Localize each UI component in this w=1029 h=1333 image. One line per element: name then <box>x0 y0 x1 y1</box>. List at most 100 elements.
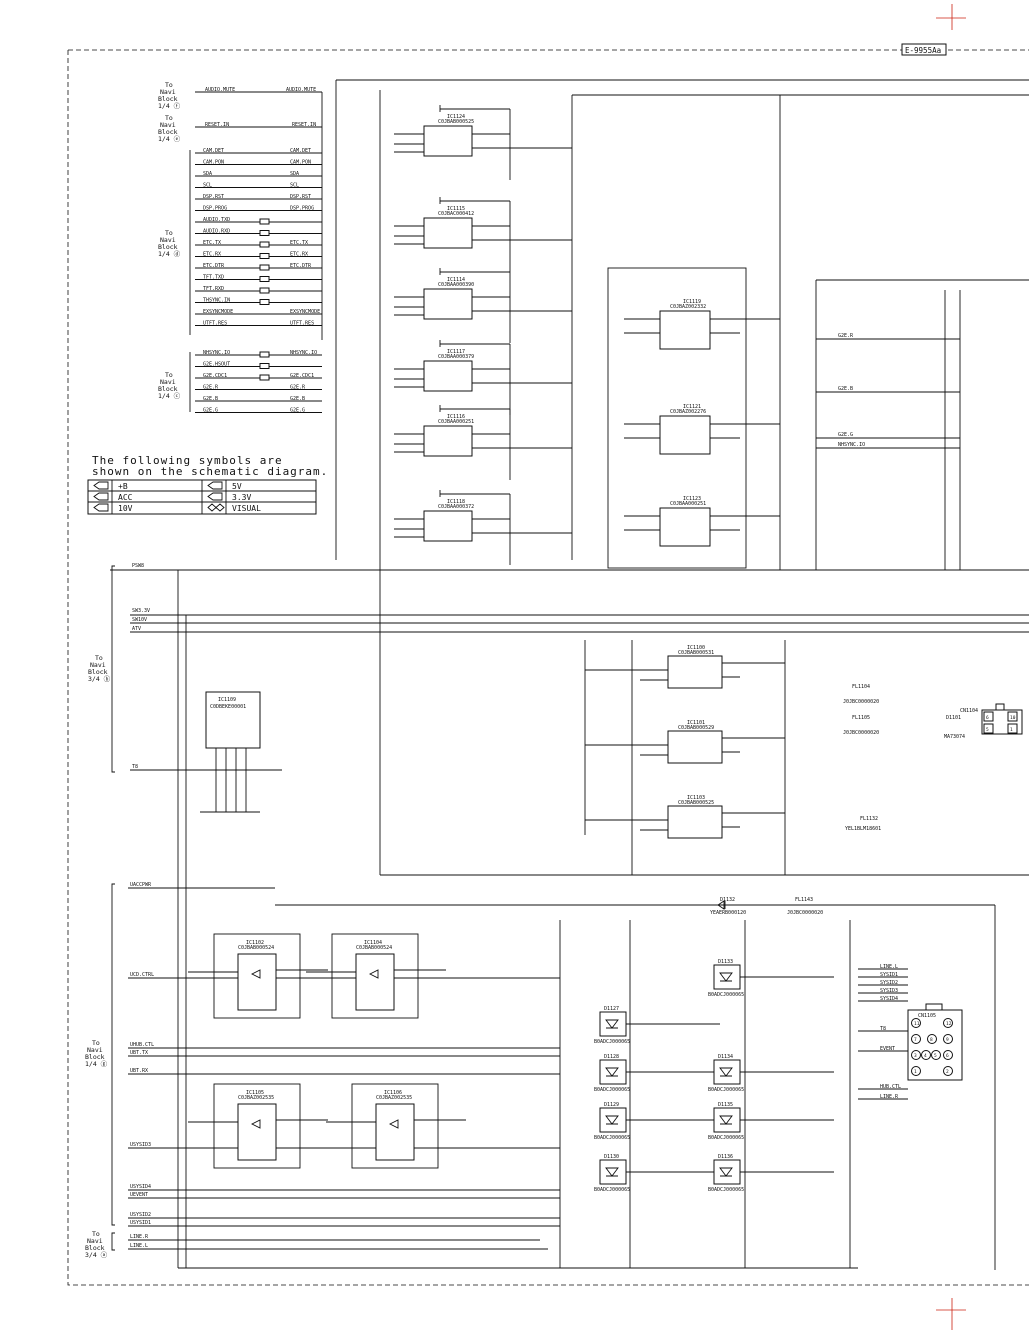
ic-upper-ref-0: IC1124 <box>447 114 465 120</box>
nav-label-3: To Navi Block 1/4 ⓓ <box>158 229 181 258</box>
legend-row2-b: 3.3V <box>232 493 251 502</box>
cn1105-pin-6: 4 <box>924 1053 927 1059</box>
sig-usysid2: USYSID2 <box>130 1212 151 1218</box>
ic-upper-ref-2: IC1114 <box>447 277 465 283</box>
sig-sw33: SW3.3V <box>132 608 150 614</box>
ic-lower-ref-1: IC1104 <box>364 940 382 946</box>
resistor <box>259 299 270 305</box>
sig-r-g2e-g: G2E.G <box>290 408 305 414</box>
svg-text:1/4 ⓕ: 1/4 ⓕ <box>158 102 181 110</box>
d1132-symbol <box>717 900 726 910</box>
sig-audio-txd: AUDIO.TXD <box>203 217 230 223</box>
sig-r-g2e-cdc1: G2E.CDC1 <box>290 373 314 379</box>
sig-r-exsyncmode: EXSYNCMODE <box>290 309 320 315</box>
resistor <box>259 218 270 225</box>
diode-part-3: B0ADCJ000065 <box>594 1187 630 1193</box>
sig-r-utft-res: UTFT.RES <box>290 321 314 327</box>
diode-body-7 <box>713 1159 741 1185</box>
sig-g2e-g: G2E.G <box>203 408 218 414</box>
ic-mid-body-1 <box>659 415 711 455</box>
sig-r-sda: SDA <box>290 171 299 177</box>
svg-text:Block: Block <box>85 1244 105 1252</box>
ic-mid-part-2: C0JBAA000251 <box>670 501 706 507</box>
svg-text:To: To <box>95 654 103 662</box>
ic-upper-ref-1: IC1115 <box>447 206 465 212</box>
right-sig-5: T8 <box>880 1026 886 1032</box>
d1101-ref: D1101 <box>946 715 961 721</box>
ic-lower-body-0 <box>237 953 277 1011</box>
right-sig-0: LINE.L <box>880 964 898 970</box>
crop-mark-top <box>936 4 966 30</box>
resistor <box>259 264 270 271</box>
resistor <box>259 351 270 358</box>
svg-text:3/4 ⓑ: 3/4 ⓑ <box>88 675 111 683</box>
ic-upper-part-0: C0JBAB000525 <box>438 119 474 125</box>
legend-row1-b: 5V <box>232 482 242 491</box>
ic-etc-ref-2: IC1103 <box>687 795 705 801</box>
ic-etc-ref-0: IC1100 <box>687 645 705 651</box>
fl1143-part: J0JBC0000020 <box>787 910 823 916</box>
cn1104-pin-2: 5 <box>986 727 989 733</box>
ic1109-ref: IC1109 <box>218 697 236 703</box>
sig-r-nhsync-io: NHSYNC.IO <box>290 350 317 356</box>
ic-lower-ref-0: IC1102 <box>246 940 264 946</box>
sig-uevent: UEVENT <box>130 1192 148 1198</box>
ic-upper-body-5 <box>423 510 473 542</box>
diode-part-5: B0ADCJ000065 <box>708 1087 744 1093</box>
nav-label-1: To Navi Block 1/4 ⓕ <box>158 81 181 110</box>
upper-ic-column: IC1124C0JBAB000525IC1115C0JBAC000412IC11… <box>394 105 572 565</box>
sig-r-dsp-rst: DSP.RST <box>290 194 311 200</box>
svg-text:Navi: Navi <box>160 88 176 96</box>
crop-mark-bottom <box>936 1298 966 1330</box>
sig-thsync-in: THSYNC.IN <box>203 298 230 304</box>
svg-text:Block: Block <box>88 668 108 676</box>
ic-lower-body-1 <box>355 953 395 1011</box>
cn1105-pin-9: 1 <box>914 1069 917 1075</box>
cn1105-pin-5: 3 <box>914 1053 917 1059</box>
diode-body-4 <box>713 964 741 990</box>
sig-audio-mute-r: AUDIO.MUTE <box>286 87 316 93</box>
svg-text:1/4 ⓖ: 1/4 ⓖ <box>85 1060 108 1068</box>
middle-ic-column: IC1119C0JBAZ002332IC1121C0JBAZ002276IC11… <box>607 267 780 569</box>
cn1104-pin-0: 6 <box>986 715 989 721</box>
legend-table <box>87 479 317 515</box>
ic-upper-part-2: C0JBAA000390 <box>438 282 474 288</box>
ic-upper-part-3: C0JBAA000379 <box>438 354 474 360</box>
ic-upper-body-3 <box>423 360 473 392</box>
ic1109-part: C0DBEKE00001 <box>210 704 246 710</box>
sig-uhub-ctl: UHUB.CTL <box>130 1042 154 1048</box>
sig-usysid1: USYSID1 <box>130 1220 151 1226</box>
sig-psw8: PSW8 <box>132 563 144 569</box>
fl1105-ref: FL1105 <box>852 715 870 721</box>
ic-upper-part-4: C0JBAA000251 <box>438 419 474 425</box>
bus-lines <box>110 79 1029 1270</box>
cn1105-pin-1: 12 <box>946 1021 952 1027</box>
ic-etc-part-0: C0JBAB000531 <box>678 650 714 656</box>
cn1105-pin-3: 8 <box>930 1037 933 1043</box>
svg-text:Block: Block <box>158 385 178 393</box>
sig-tft-txd: TFT.TXD <box>203 275 224 281</box>
svg-text:To: To <box>165 229 173 237</box>
sig-g2e-cdc1: G2E.CDC1 <box>203 373 227 379</box>
diode-ref-1: D1128 <box>604 1054 619 1060</box>
sig-g2e-r: G2E.R <box>203 385 219 391</box>
diode-body-6 <box>713 1107 741 1133</box>
ic-upper-body-0 <box>423 125 473 157</box>
right-sig-3: SYSID3 <box>880 988 898 994</box>
ic-upper-ref-5: IC1118 <box>447 499 465 505</box>
ic-mid-ref-1: IC1121 <box>683 404 701 410</box>
svg-text:To: To <box>165 371 173 379</box>
sig-ubt-rx: UBT.RX <box>130 1068 148 1074</box>
fl1104-ref: FL1104 <box>852 684 870 690</box>
resistor <box>259 276 270 282</box>
svg-text:Navi: Navi <box>87 1237 103 1245</box>
diode-ref-7: D1136 <box>718 1154 733 1160</box>
cn1105-pin-10: 2 <box>946 1069 949 1075</box>
sig-ubt-tx: UBT.TX <box>130 1050 148 1056</box>
sig-line-r: LINE.R <box>130 1234 149 1240</box>
sig-reset-in-r: RESET.IN <box>292 122 316 128</box>
diode-ref-2: D1129 <box>604 1102 619 1108</box>
right-sig-12: NHSYNC.IO <box>838 442 865 448</box>
